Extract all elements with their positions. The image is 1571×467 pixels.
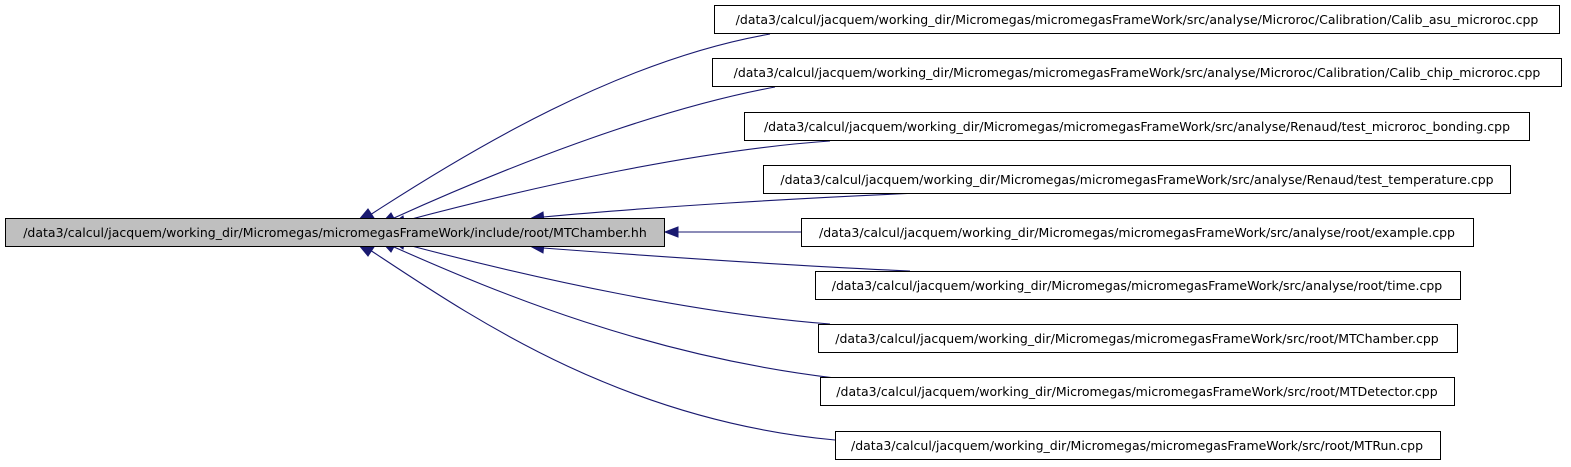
edge-mtrun-cpp [356,243,836,441]
node-mtdetector-cpp[interactable]: /data3/calcul/jacquem/working_dir/Microm… [820,377,1455,406]
edge-calib-asu [356,33,771,222]
node-label: /data3/calcul/jacquem/working_dir/Microm… [836,384,1437,399]
node-label: /data3/calcul/jacquem/working_dir/Microm… [851,438,1423,453]
node-test-temperature[interactable]: /data3/calcul/jacquem/working_dir/Microm… [763,165,1511,194]
edge-mtchamber-cpp [389,238,831,325]
node-label: /data3/calcul/jacquem/working_dir/Microm… [780,172,1493,187]
node-example[interactable]: /data3/calcul/jacquem/working_dir/Microm… [801,218,1474,247]
node-label: /data3/calcul/jacquem/working_dir/Microm… [835,331,1438,346]
root-node-label: /data3/calcul/jacquem/working_dir/Microm… [23,225,647,240]
node-calib-chip-microroc[interactable]: /data3/calcul/jacquem/working_dir/Microm… [712,58,1562,87]
edge-time [528,242,911,272]
node-label: /data3/calcul/jacquem/working_dir/Microm… [736,12,1539,27]
edge-mtdetector-cpp [379,240,836,379]
edge-test-temperature [528,192,921,223]
node-label: /data3/calcul/jacquem/working_dir/Microm… [764,119,1510,134]
node-label: /data3/calcul/jacquem/working_dir/Microm… [832,278,1442,293]
node-label: /data3/calcul/jacquem/working_dir/Microm… [734,65,1541,80]
node-mtrun-cpp[interactable]: /data3/calcul/jacquem/working_dir/Microm… [835,431,1441,460]
node-group: /data3/calcul/jacquem/working_dir/Microm… [712,5,1562,460]
node-test-microroc-bonding[interactable]: /data3/calcul/jacquem/working_dir/Microm… [744,112,1530,141]
node-label: /data3/calcul/jacquem/working_dir/Microm… [819,225,1455,240]
node-mtchamber-cpp[interactable]: /data3/calcul/jacquem/working_dir/Microm… [818,324,1458,353]
node-time[interactable]: /data3/calcul/jacquem/working_dir/Microm… [815,271,1461,300]
node-calib-asu-microroc[interactable]: /data3/calcul/jacquem/working_dir/Microm… [714,5,1560,34]
root-node[interactable]: /data3/calcul/jacquem/working_dir/Microm… [5,218,665,247]
edge-example [663,226,801,238]
